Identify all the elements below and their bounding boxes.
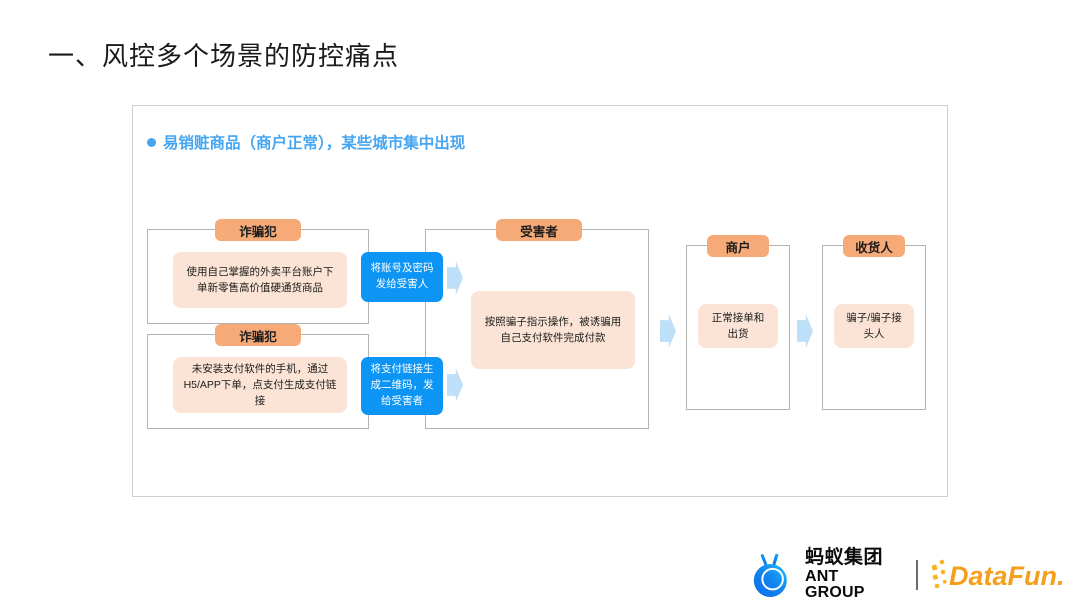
diagram-panel: 易销赃商品（商户正常），某些城市集中出现 诈骗犯 使用自己掌握的外卖平台账户下单… xyxy=(132,105,948,497)
role-tab-victim: 受害者 xyxy=(496,219,582,241)
panel-heading: 易销赃商品（商户正常），某些城市集中出现 xyxy=(147,131,465,153)
datafun-logo-icon: DataFun. xyxy=(932,557,1080,593)
role-tab-receiver: 收货人 xyxy=(843,235,905,257)
card-fraudster-2: 未安装支付软件的手机，通过H5/APP下单，点支付生成支付链接 xyxy=(173,357,347,413)
page-title: 一、风控多个场景的防控痛点 xyxy=(48,41,400,71)
action-card-send-account-password: 将账号及密码发给受害人 xyxy=(361,252,443,302)
arrow-merchant-to-receiver xyxy=(797,314,813,348)
card-merchant: 正常接单和出货 xyxy=(698,304,778,348)
datafun-wordmark-svg: DataFun. xyxy=(932,558,1065,591)
role-tab-fraudster-1: 诈骗犯 xyxy=(215,219,301,241)
ant-group-logo-icon xyxy=(753,552,787,597)
ant-name-en: ANT GROUP xyxy=(805,568,865,601)
footer-logos: 蚂蚁集团 ANT GROUP DataFun. xyxy=(752,548,1080,601)
ant-group-wordmark: 蚂蚁集团 ANT GROUP xyxy=(805,548,902,601)
card-fraudster-1: 使用自己掌握的外卖平台账户下单新零售高价值硬通货商品 xyxy=(173,252,347,308)
arrow-fraudster2-to-victim xyxy=(447,368,463,402)
logo-divider xyxy=(916,559,918,590)
svg-text:DataFun.: DataFun. xyxy=(949,561,1065,591)
ant-name-cn: 蚂蚁集团 xyxy=(805,547,884,568)
ant-group-logo-lockup: 蚂蚁集团 ANT GROUP xyxy=(752,548,902,601)
card-receiver: 骗子/骗子接头人 xyxy=(834,304,914,348)
arrow-victim-to-merchant xyxy=(660,314,676,348)
action-card-send-qrcode: 将支付链接生成二维码，发给受害者 xyxy=(361,357,443,415)
card-victim: 按照骗子指示操作，被诱骗用自己支付软件完成付款 xyxy=(471,291,635,369)
filled-circle-bullet-icon xyxy=(147,137,156,147)
arrow-fraudster1-to-victim xyxy=(447,261,463,295)
role-tab-fraudster-2: 诈骗犯 xyxy=(215,324,301,346)
panel-heading-label: 易销赃商品（商户正常），某些城市集中出现 xyxy=(163,135,466,152)
role-tab-merchant: 商户 xyxy=(707,235,769,257)
